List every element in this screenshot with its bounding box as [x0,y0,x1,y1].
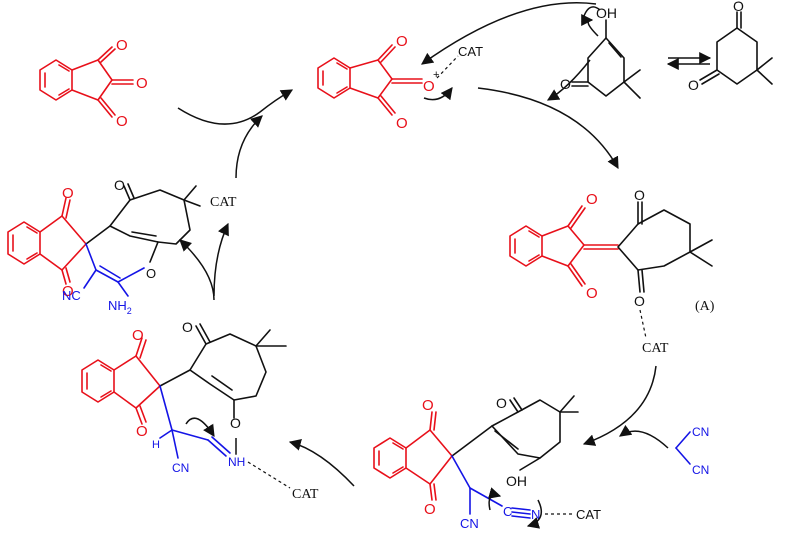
activated-ninhydrin-molecule [317,44,423,116]
michael-adduct-molecule [373,395,579,519]
arrow-enol-to-cycle [546,59,591,101]
ninhydrin-o-top: O [116,37,128,54]
cyc-o-top: O [132,327,144,344]
activated-o-top: O [396,33,408,50]
activated-plus: + [433,69,439,81]
dimedone-enol-molecule [571,19,641,99]
dimedone-keto-molecule [699,11,773,85]
michael-c: C [503,504,512,519]
arrow-cat-recycle [235,115,263,179]
cyc-cn: CN [172,461,189,475]
cyc-o-bottom: O [136,423,148,440]
michael-o-ketone: O [496,395,507,411]
arrow-michael-to-cyclization [288,438,355,487]
keto-o-left: O [688,77,699,93]
prod-o-ketone: O [114,177,125,193]
prod-o-ring: O [146,266,156,281]
prod-nc: NC [62,288,81,303]
prod-nh2-sub: 2 [127,306,132,316]
michael-o-top: O [422,397,434,414]
prod-o-top: O [62,185,74,202]
cat-label-4: CAT [292,487,319,502]
cyc-o-ketone: O [182,319,193,335]
michael-n: N [531,507,540,522]
arrow-a-to-michael [582,365,657,446]
arrow-malononitrile-in [619,424,669,449]
malononitrile-cn-top: CN [692,425,709,439]
cat-label-1: CAT [458,44,483,59]
cat-label-5: CAT [210,195,237,210]
cyclization-intermediate-molecule [81,323,287,459]
enol-o: O [560,76,571,92]
ninhydrin-o-mid: O [136,75,148,92]
arrow-enol-attack [421,2,597,65]
arrow-ninhydrin-to-activated [177,89,294,125]
cyc-o-alkoxide: O [230,415,241,431]
spiro-product-molecule [7,183,201,297]
keto-o-top: O [733,0,744,14]
malononitrile-cn-bottom: CN [692,463,709,477]
activated-o-mid: O [423,78,435,95]
a-o-top-black: O [634,187,645,203]
a-o-bottom-black: O [634,293,645,309]
cat-label-3: CAT [576,507,601,522]
enol-oh: OH [596,5,617,21]
cyc-nh: NH [228,455,245,469]
cyc-h: H [152,439,160,451]
michael-cn: CN [460,516,479,531]
michael-o-bottom: O [424,501,436,518]
malononitrile-molecule [675,431,691,465]
activated-o-bottom: O [396,115,408,132]
arrow-cyclization-to-product [179,239,215,301]
michael-oh: OH [506,473,527,489]
prod-nh2-main: NH [108,298,127,313]
arrow-cat-release [213,222,229,297]
ninhydrin-o-bottom: O [116,113,128,130]
a-o-top-red: O [586,191,598,208]
prod-nh2: NH2 [108,298,132,316]
cat-label-2: CAT [642,341,669,356]
compound-a-label: (A) [695,299,715,314]
ninhydrin-molecule [39,46,134,118]
arrow-to-compound-a [477,87,619,170]
a-o-bottom-red: O [586,285,598,302]
knoevenagel-adduct-a [509,201,713,293]
prod-o-bottom: O [62,283,74,300]
